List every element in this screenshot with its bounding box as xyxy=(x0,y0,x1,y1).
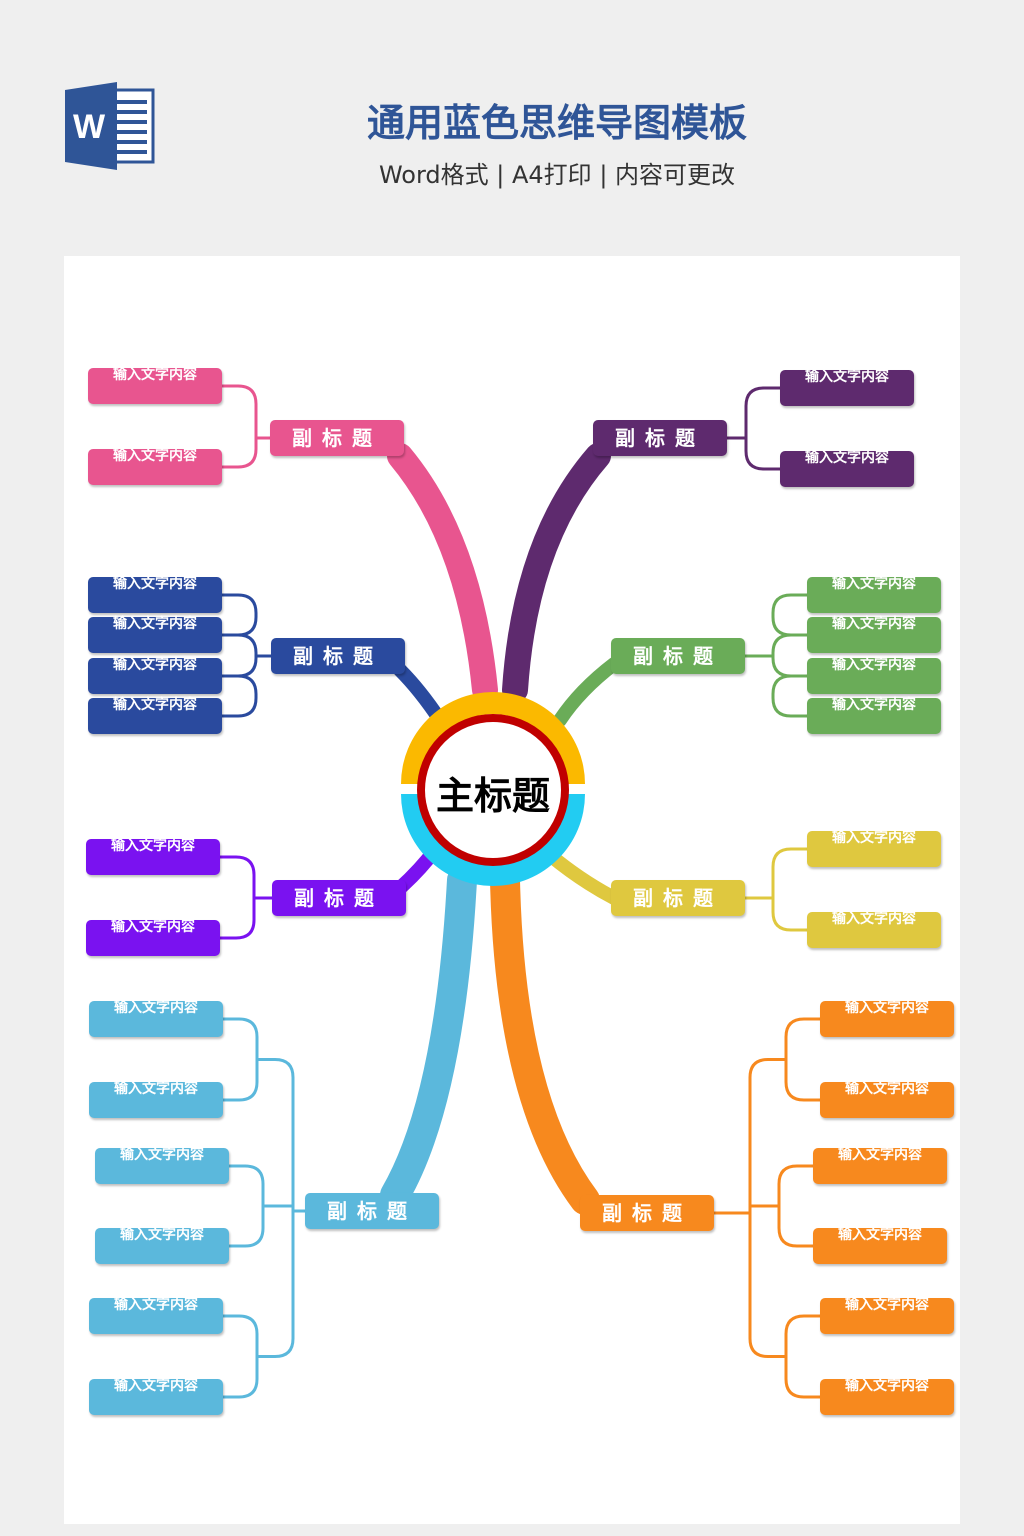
leaf-dark-blue[interactable]: 输入文字内容 xyxy=(88,617,222,653)
leaf-pink[interactable]: 输入文字内容 xyxy=(88,449,222,485)
bracket-green xyxy=(771,593,809,637)
svg-text:W: W xyxy=(73,108,106,146)
subtopic-yellow[interactable]: 副标题 xyxy=(611,880,745,916)
leaf-light-blue[interactable]: 输入文字内容 xyxy=(89,1001,223,1037)
page-title: 通用蓝色思维导图模板 xyxy=(366,101,747,145)
leaf-orange[interactable]: 输入文字内容 xyxy=(813,1148,947,1184)
stem-green xyxy=(553,657,621,727)
leaf-green[interactable]: 输入文字内容 xyxy=(807,698,941,734)
leaf-light-blue[interactable]: 输入文字内容 xyxy=(89,1082,223,1118)
bracket-orange xyxy=(784,1017,822,1102)
leaf-yellow[interactable]: 输入文字内容 xyxy=(807,831,941,867)
main-title: 主标题 xyxy=(435,774,550,818)
bracket-yellow xyxy=(771,847,809,932)
leaf-green[interactable]: 输入文字内容 xyxy=(807,617,941,653)
bracket-light-blue xyxy=(221,1314,259,1399)
leaf-green[interactable]: 输入文字内容 xyxy=(807,658,941,694)
leaf-light-blue[interactable]: 输入文字内容 xyxy=(95,1228,229,1264)
subtopic-dark-blue[interactable]: 副标题 xyxy=(271,638,405,674)
leaf-violet[interactable]: 输入文字内容 xyxy=(86,920,220,956)
stem-purple xyxy=(502,443,611,703)
bracket-dark-blue xyxy=(220,593,258,637)
bracket-green xyxy=(771,633,809,678)
stem-pink xyxy=(387,443,498,703)
bracket-violet xyxy=(218,855,256,940)
leaf-green[interactable]: 输入文字内容 xyxy=(807,577,941,613)
leaf-purple[interactable]: 输入文字内容 xyxy=(780,370,914,406)
bracket-dark-blue xyxy=(220,633,258,678)
subtopic-purple[interactable]: 副标题 xyxy=(593,420,727,456)
subtopic-orange[interactable]: 副标题 xyxy=(580,1195,714,1231)
leaf-violet[interactable]: 输入文字内容 xyxy=(86,839,220,875)
subtopic-green[interactable]: 副标题 xyxy=(611,638,745,674)
leaf-light-blue[interactable]: 输入文字内容 xyxy=(89,1379,223,1415)
bracket-light-blue xyxy=(255,1058,295,1358)
subtopic-light-blue[interactable]: 副标题 xyxy=(305,1193,439,1229)
leaf-orange[interactable]: 输入文字内容 xyxy=(820,1001,954,1037)
leaf-purple[interactable]: 输入文字内容 xyxy=(780,451,914,487)
bracket-light-blue xyxy=(221,1017,259,1102)
leaf-dark-blue[interactable]: 输入文字内容 xyxy=(88,658,222,694)
subtopic-violet[interactable]: 副标题 xyxy=(272,880,406,916)
bracket-light-blue xyxy=(227,1164,265,1248)
bracket-orange xyxy=(748,1058,788,1358)
subtopic-pink[interactable]: 副标题 xyxy=(270,420,404,456)
stem-dark-blue xyxy=(393,663,447,727)
leaf-pink[interactable]: 输入文字内容 xyxy=(88,368,222,404)
leaf-orange[interactable]: 输入文字内容 xyxy=(820,1082,954,1118)
page-subtitle: Word格式 | A4打印 | 内容可更改 xyxy=(378,161,736,189)
leaf-orange[interactable]: 输入文字内容 xyxy=(820,1298,954,1334)
stem-orange xyxy=(490,865,600,1215)
bracket-purple xyxy=(744,386,782,471)
leaf-light-blue[interactable]: 输入文字内容 xyxy=(95,1148,229,1184)
word-logo-icon: W xyxy=(65,82,155,170)
center-circle[interactable] xyxy=(417,714,569,866)
leaf-orange[interactable]: 输入文字内容 xyxy=(820,1379,954,1415)
leaf-yellow[interactable]: 输入文字内容 xyxy=(807,912,941,948)
bracket-orange xyxy=(784,1314,822,1399)
bracket-pink xyxy=(220,384,258,469)
bracket-orange xyxy=(777,1164,815,1248)
center-ring-top xyxy=(401,692,585,784)
stem-light-blue xyxy=(380,865,477,1210)
center-ring-bottom xyxy=(401,794,585,886)
bracket-dark-blue xyxy=(220,674,258,718)
leaf-orange[interactable]: 输入文字内容 xyxy=(813,1228,947,1264)
leaf-light-blue[interactable]: 输入文字内容 xyxy=(89,1298,223,1334)
leaf-dark-blue[interactable]: 输入文字内容 xyxy=(88,577,222,613)
bracket-green xyxy=(771,674,809,718)
leaf-dark-blue[interactable]: 输入文字内容 xyxy=(88,698,222,734)
stem-yellow xyxy=(543,848,621,905)
